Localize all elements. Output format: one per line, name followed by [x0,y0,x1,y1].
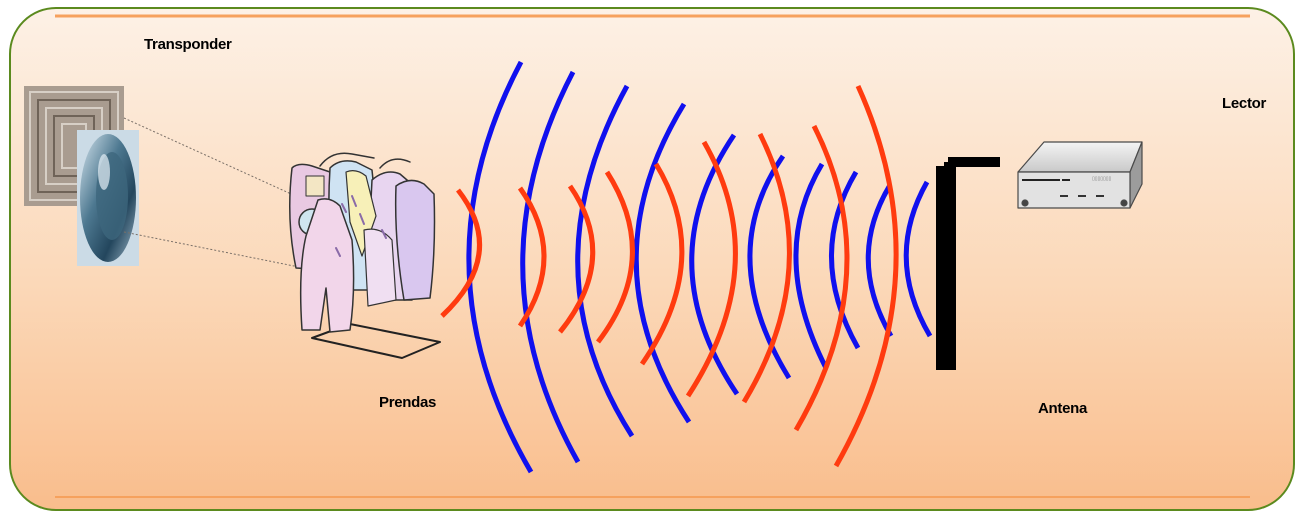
svg-text:▯▯▯▯▯▯▯: ▯▯▯▯▯▯▯ [1092,176,1112,182]
transponder-label: Transponder [144,36,232,53]
reader-label: Lector [1222,95,1266,112]
rfid-reader-device-icon: ▯▯▯▯▯▯▯ [1018,142,1142,208]
antenna-label: Antena [1038,400,1087,417]
garments-label: Prendas [379,394,436,411]
diagram-panel [10,8,1294,510]
